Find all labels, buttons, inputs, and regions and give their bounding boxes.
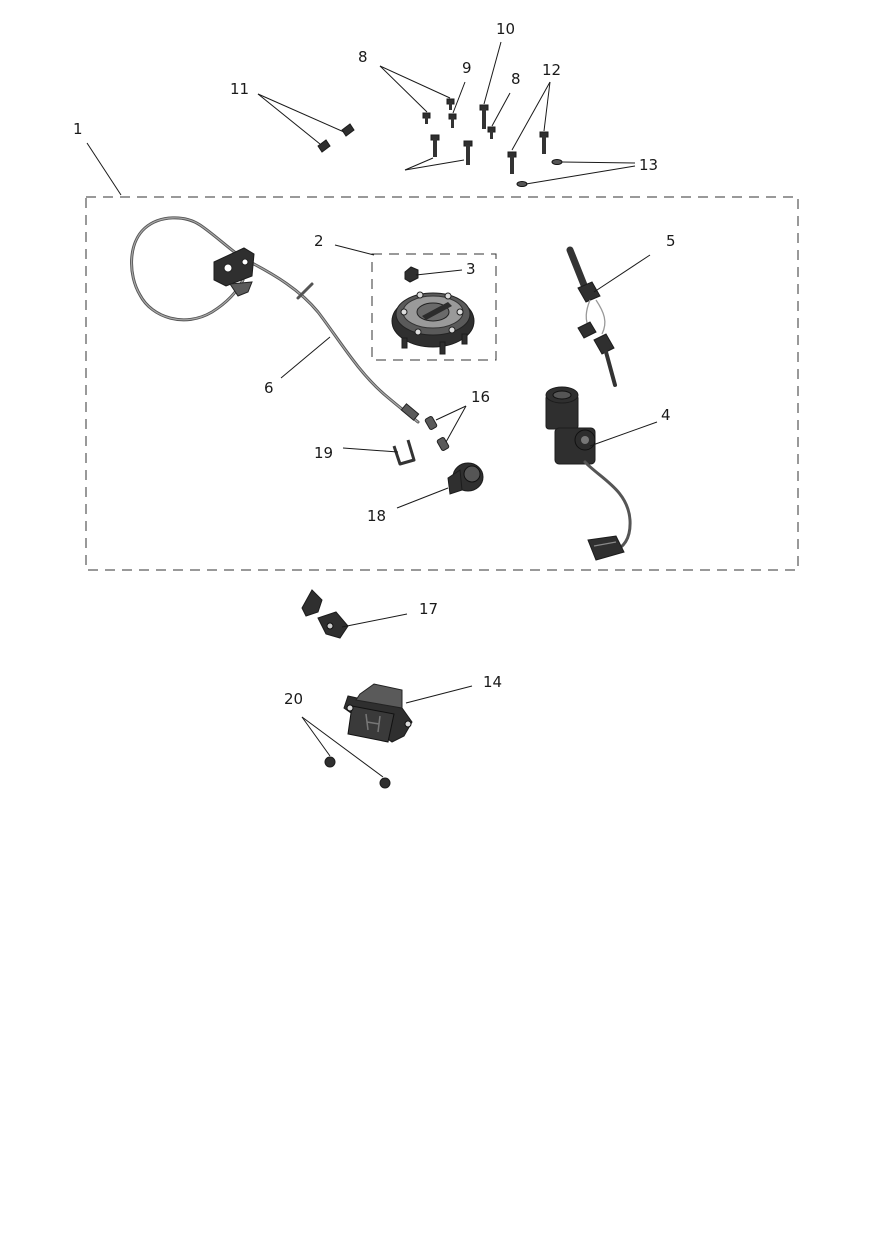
callout-13: 13 bbox=[639, 156, 658, 174]
callout-19: 19 bbox=[314, 444, 333, 462]
assembly-boundary-1 bbox=[85, 196, 799, 571]
callout-8-left: 8 bbox=[358, 48, 368, 66]
fuel-cap-part-2 bbox=[391, 291, 475, 355]
module-part-14 bbox=[343, 683, 413, 743]
bracket-part-17 bbox=[301, 589, 349, 639]
sleeves-part-16 bbox=[424, 416, 450, 451]
ignition-switch-part-4 bbox=[545, 386, 632, 561]
nuts-part-20 bbox=[324, 756, 391, 789]
leader-lines bbox=[86, 41, 658, 778]
callout-6: 6 bbox=[264, 379, 274, 397]
callout-10: 10 bbox=[496, 20, 515, 38]
callout-1: 1 bbox=[73, 120, 83, 138]
callout-9: 9 bbox=[462, 59, 472, 77]
callout-labels: 1 2 3 5 4 6 8 9 10 8 11 12 13 14 16 17 1… bbox=[73, 20, 676, 708]
barrel-part-18 bbox=[447, 462, 484, 495]
callout-4: 4 bbox=[661, 406, 671, 424]
callout-11: 11 bbox=[230, 80, 249, 98]
callout-8-right: 8 bbox=[511, 70, 521, 88]
callout-20: 20 bbox=[284, 690, 303, 708]
callout-3: 3 bbox=[466, 260, 476, 278]
keys-part-5 bbox=[566, 246, 617, 387]
callout-2: 2 bbox=[314, 232, 324, 250]
assembly-boundary-2 bbox=[371, 253, 497, 361]
callout-14: 14 bbox=[483, 673, 502, 691]
plug-part-3 bbox=[404, 266, 419, 283]
cable-stay-part-6 bbox=[130, 216, 420, 424]
callout-12: 12 bbox=[542, 61, 561, 79]
callout-18: 18 bbox=[367, 507, 386, 525]
callout-16: 16 bbox=[471, 388, 490, 406]
callout-5: 5 bbox=[666, 232, 676, 250]
fasteners-group bbox=[317, 98, 563, 187]
clip-part-19 bbox=[392, 439, 416, 466]
callout-17: 17 bbox=[419, 600, 438, 618]
